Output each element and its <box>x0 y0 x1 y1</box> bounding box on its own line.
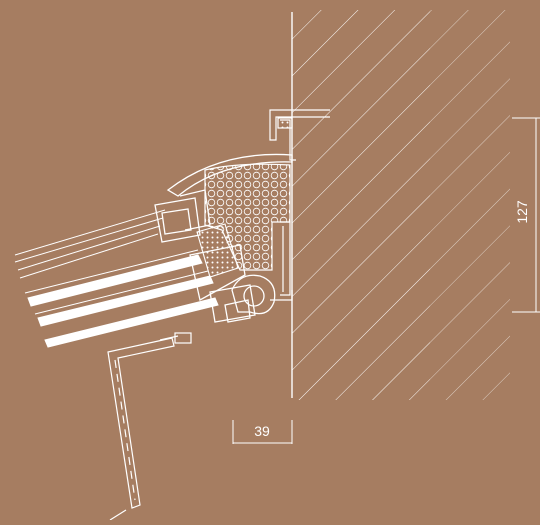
wall-clip <box>280 221 291 296</box>
dimension-height <box>512 117 540 313</box>
gasket-strip <box>196 223 239 278</box>
dimension-width <box>232 420 293 444</box>
glazing-panes <box>14 209 219 348</box>
dimension-width-label: 39 <box>254 423 270 439</box>
round-seal <box>231 274 293 315</box>
lower-bracket <box>159 332 192 344</box>
insulation-block <box>204 163 291 271</box>
wall-section <box>291 10 510 400</box>
lower-downstand <box>107 337 175 521</box>
top-flashing <box>269 109 330 161</box>
dimension-height-label: 127 <box>514 200 530 224</box>
curved-cover <box>166 153 293 197</box>
